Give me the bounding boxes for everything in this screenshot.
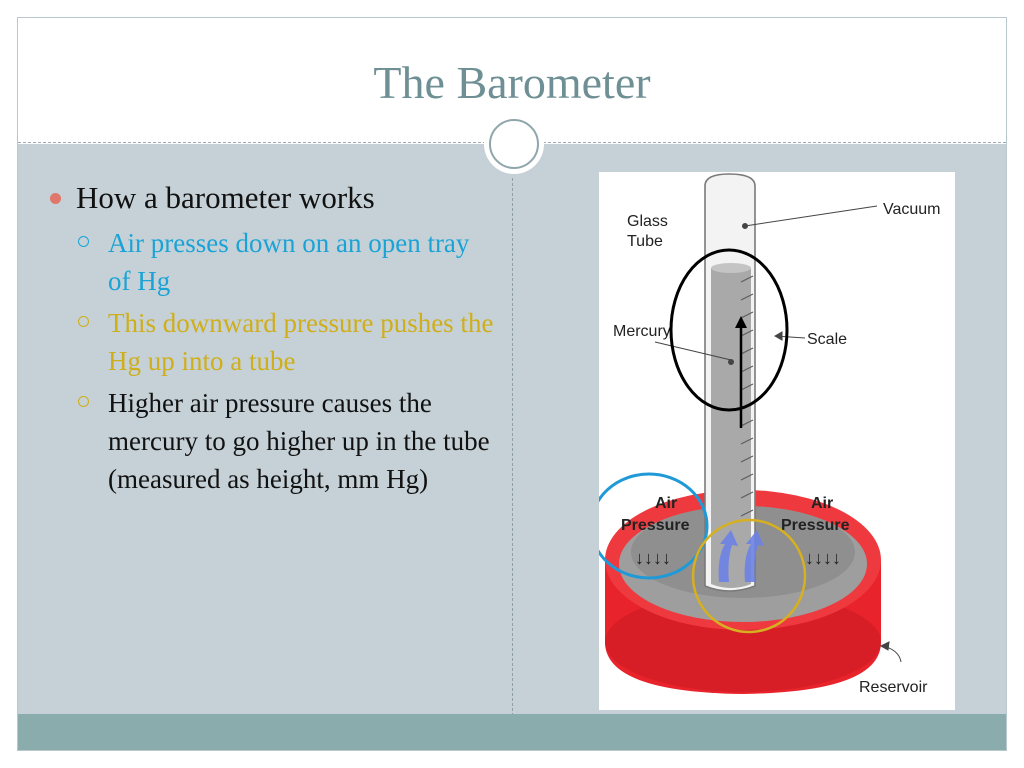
label-reservoir: Reservoir <box>859 679 928 696</box>
slide-title: The Barometer <box>373 57 651 108</box>
pointer-lines <box>654 205 902 663</box>
subbullet-3-text: Higher air pressure causes the mercury t… <box>108 388 490 494</box>
annotation-circle-black <box>669 248 789 412</box>
annotation-arrowhead-icon <box>735 316 747 328</box>
label-air-left: Air <box>655 495 677 512</box>
label-air-right: Air <box>811 495 833 512</box>
label-pressure-left: Pressure <box>621 517 690 534</box>
bullet-dot-icon <box>50 193 61 204</box>
subbullet-1-text: Air presses down on an open tray of Hg <box>108 228 470 296</box>
slide: The Barometer How a barometer works Air … <box>17 17 1007 751</box>
label-mercury: Mercury <box>613 323 671 340</box>
label-vacuum: Vacuum <box>883 201 941 218</box>
barometer-diagram: ↓↓↓↓ ↓↓↓↓ Glass Tube Vacuum Mercury Scal… <box>599 172 955 710</box>
column-divider <box>512 178 513 716</box>
subbullet-1: Air presses down on an open tray of Hg <box>48 224 498 300</box>
barometer-svg: ↓↓↓↓ ↓↓↓↓ Glass Tube Vacuum Mercury Scal… <box>599 173 941 696</box>
bullet-main-text: How a barometer works <box>76 180 375 215</box>
footer-bar <box>18 714 1006 750</box>
bullet-main: How a barometer works <box>48 178 498 218</box>
annotation-circle-blue <box>599 472 709 580</box>
subbullet-2: This downward pressure pushes the Hg up … <box>48 304 498 380</box>
pressure-arrow-left <box>718 530 738 582</box>
circle-bullet-icon <box>78 316 89 327</box>
bullet-list: How a barometer works Air presses down o… <box>48 178 498 498</box>
subbullet-2-text: This downward pressure pushes the Hg up … <box>108 308 494 376</box>
down-arrows: ↓↓↓↓ ↓↓↓↓ <box>635 548 841 568</box>
pressure-arrow-right <box>744 530 764 582</box>
mercury-meniscus <box>711 263 751 273</box>
label-tube: Tube <box>627 233 663 250</box>
annotation-circle-gold <box>691 518 807 634</box>
label-glass: Glass <box>627 213 668 230</box>
circle-bullet-icon <box>78 236 89 247</box>
svg-text:↓↓↓↓: ↓↓↓↓ <box>805 548 841 568</box>
circle-bullet-icon <box>78 396 89 407</box>
label-scale: Scale <box>807 331 847 348</box>
svg-text:↓↓↓↓: ↓↓↓↓ <box>635 548 671 568</box>
decorative-ring-inner <box>489 119 539 169</box>
label-pressure-right: Pressure <box>781 517 850 534</box>
subbullet-3: Higher air pressure causes the mercury t… <box>48 384 498 498</box>
